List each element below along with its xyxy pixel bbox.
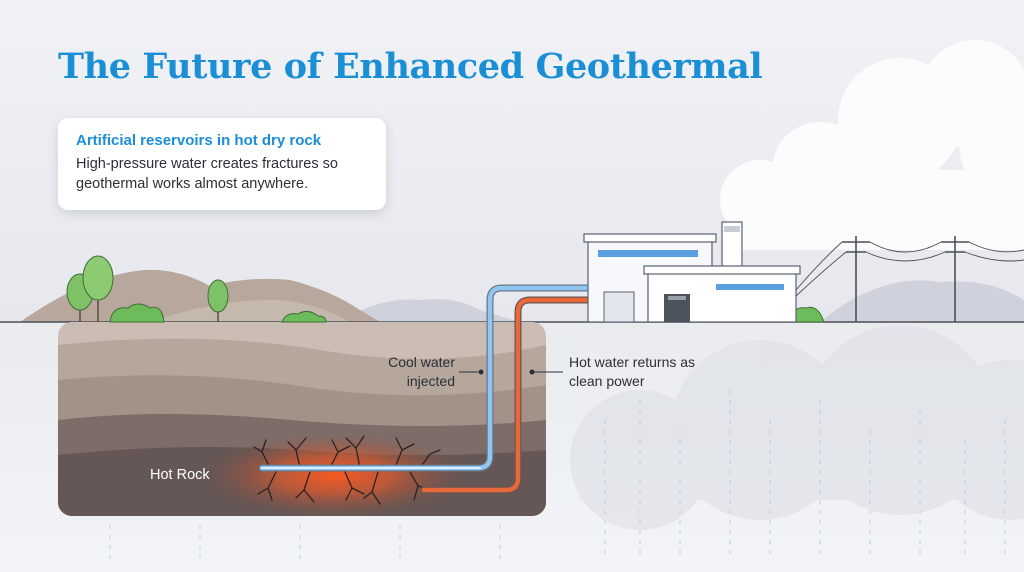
hot-water-pipe [420,296,604,494]
tree-icon [82,255,114,322]
cool-water-label: Cool water injected [388,354,455,389]
tree-icon [207,279,229,322]
info-card-heading: Artificial reservoirs in hot dry rock [76,132,322,149]
cloud-icon [720,40,1024,250]
info-card: Artificial reservoirs in hot dry rock Hi… [58,118,386,210]
hot-water-label: Hot water returns as clean power [569,354,696,389]
cool-water-pipe [258,284,604,472]
hot-rock-label: Hot Rock [150,467,210,483]
utility-pole-icon [842,236,870,322]
bush-icon [281,310,327,323]
smokestack-icon [724,226,740,232]
utility-pole-icon [941,236,969,322]
bush-icon [109,303,165,323]
depth-dashes [109,390,1006,565]
power-plant-icon [583,221,801,323]
fracture-icon [253,435,441,505]
power-lines [795,241,1024,297]
page-title: The Future of Enhanced Geothermal [58,46,763,87]
info-card-body: High-pressure water creates fractures so… [76,156,338,192]
